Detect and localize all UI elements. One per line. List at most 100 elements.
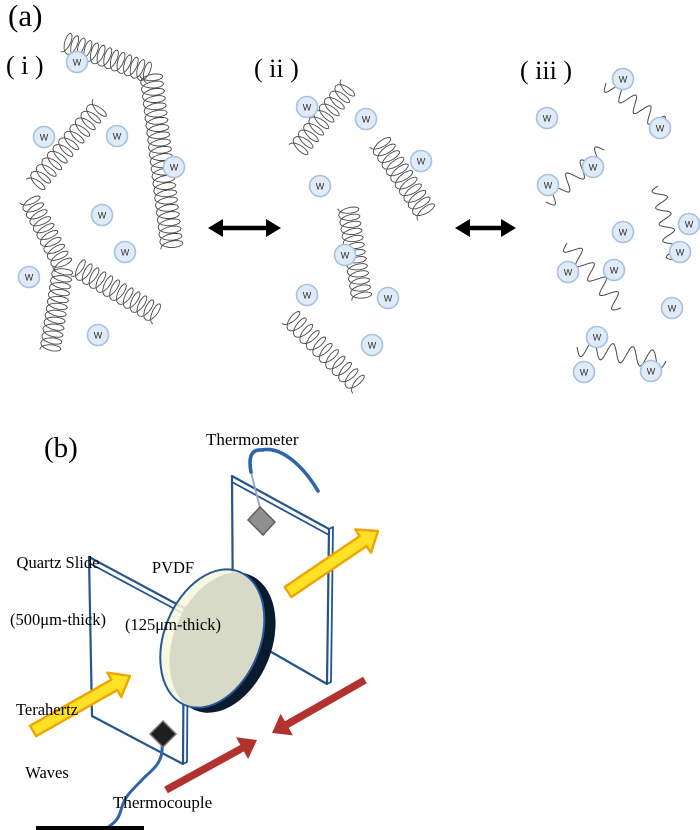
terahertz-waves-label-line2: Waves — [25, 763, 69, 782]
water-molecule: W — [360, 333, 384, 357]
thermometer-label: Thermometer — [206, 430, 299, 449]
water-molecule-symbol: W — [647, 366, 656, 376]
water-molecule-symbol: W — [25, 272, 34, 282]
water-molecule: W — [535, 106, 559, 130]
thermometer-sensor-lead — [250, 471, 261, 509]
water-molecule: W — [602, 258, 626, 282]
water-molecule-symbol: W — [341, 250, 350, 260]
water-molecule-symbol: W — [98, 210, 107, 220]
water-molecule-symbol: W — [676, 247, 685, 257]
water-molecule-symbol: W — [610, 265, 619, 275]
water-molecule: W — [86, 323, 110, 347]
polymer-helix — [369, 136, 435, 221]
polymer-helix — [25, 99, 107, 191]
terahertz-waves-label-line1: Terahertz — [15, 700, 79, 719]
water-molecule: W — [556, 260, 580, 284]
water-molecule-symbol: W — [368, 340, 377, 350]
cropped-edge-artifact — [36, 826, 144, 830]
water-molecule: W — [585, 325, 609, 349]
thermocouple-wire — [102, 742, 164, 830]
pvdf-film-disc — [159, 568, 276, 713]
water-molecule: W — [376, 286, 400, 310]
water-molecule-symbol: W — [384, 293, 393, 303]
terahertz-arrows — [28, 528, 380, 738]
panel-b-label: (b) — [44, 432, 78, 464]
water-molecule-symbol: W — [668, 303, 677, 313]
quartz-slide-label-line2: (500μm-thick) — [10, 610, 106, 629]
water-molecule: W — [308, 174, 332, 198]
panel-b-diagram — [28, 447, 380, 830]
thermocouple-label: Thermocouple — [113, 793, 213, 812]
terahertz-waves-label: Terahertz Waves — [0, 657, 94, 825]
water-molecule-symbol: W — [94, 330, 103, 340]
water-molecule: W — [409, 149, 433, 173]
water-molecule-symbol: W — [619, 74, 628, 84]
water-molecule: W — [668, 240, 692, 264]
water-molecule-symbol: W — [580, 367, 589, 377]
water-molecule-symbol: W — [417, 156, 426, 166]
water-molecule: W — [611, 67, 635, 91]
thermometer-sensor — [246, 505, 277, 537]
panel-a-label: (a) — [8, 0, 43, 33]
water-molecule: W — [354, 107, 378, 131]
water-molecule-symbol: W — [593, 332, 602, 342]
polymer-random-coil — [562, 242, 622, 311]
polymer-helix — [19, 195, 73, 272]
water-molecule: W — [17, 265, 41, 289]
water-molecule: W — [295, 95, 319, 119]
pvdf-label: PVDF (125μm-thick) — [112, 520, 234, 672]
thermocouple-sensor — [148, 719, 178, 749]
polymer-helix — [70, 259, 162, 325]
water-molecule-symbol: W — [619, 227, 628, 237]
water-molecule-symbol: W — [170, 162, 179, 172]
water-molecule: W — [677, 212, 700, 236]
water-molecule-symbol: W — [121, 247, 130, 257]
water-molecule-symbol: W — [564, 267, 573, 277]
water-molecule: W — [333, 243, 357, 267]
polymer-helix — [281, 311, 365, 394]
red-direction-arrow — [164, 737, 257, 794]
water-molecule-symbol: W — [362, 114, 371, 124]
thermometer-wire — [248, 447, 320, 493]
polymer-helix — [288, 79, 356, 156]
polymer-helix — [139, 73, 184, 250]
water-molecule: W — [90, 203, 114, 227]
water-molecule: W — [611, 220, 635, 244]
water-molecule: W — [105, 124, 129, 148]
polymer-helix — [337, 206, 373, 301]
water-molecule: W — [113, 240, 137, 264]
panel-a-diagram: W W W W W W W W W W W W W W W W W W W W W W W W W W W W W W — [17, 32, 700, 394]
water-molecule-symbol: W — [40, 132, 49, 142]
water-molecule: W — [639, 359, 663, 383]
terahertz-beam-arrow — [283, 528, 380, 599]
state-i-label: ( i ) — [6, 51, 44, 80]
water-molecule-symbol: W — [316, 181, 325, 191]
pvdf-label-line2: (125μm-thick) — [125, 615, 221, 634]
water-molecule: W — [581, 155, 605, 179]
state-iii-label: ( iii ) — [520, 56, 572, 85]
water-molecule: W — [295, 283, 319, 307]
red-direction-arrow — [272, 676, 367, 736]
water-molecule: W — [162, 155, 186, 179]
water-molecule-symbol: W — [544, 180, 553, 190]
water-molecule-symbol: W — [543, 113, 552, 123]
water-molecule-symbol: W — [656, 123, 665, 133]
water-molecule: W — [572, 360, 596, 384]
polarization-arrows — [164, 676, 367, 794]
quartz-slide-label: Quartz Slide (500μm-thick) — [0, 515, 116, 667]
state-ii-label: ( ii ) — [254, 54, 299, 83]
water-molecule-symbol: W — [73, 57, 82, 67]
water-molecule-symbol: W — [685, 219, 694, 229]
quartz-slide-label-line1: Quartz Slide — [16, 553, 100, 572]
water-molecule-symbol: W — [303, 290, 312, 300]
water-molecule: W — [660, 296, 684, 320]
equilibrium-arrow — [455, 219, 516, 237]
water-molecule-symbol: W — [303, 102, 312, 112]
water-molecule: W — [536, 173, 560, 197]
pvdf-label-line1: PVDF — [151, 558, 195, 577]
terahertz-beam-arrow — [28, 671, 132, 738]
water-molecule-symbol: W — [113, 131, 122, 141]
water-molecule: W — [32, 125, 56, 149]
